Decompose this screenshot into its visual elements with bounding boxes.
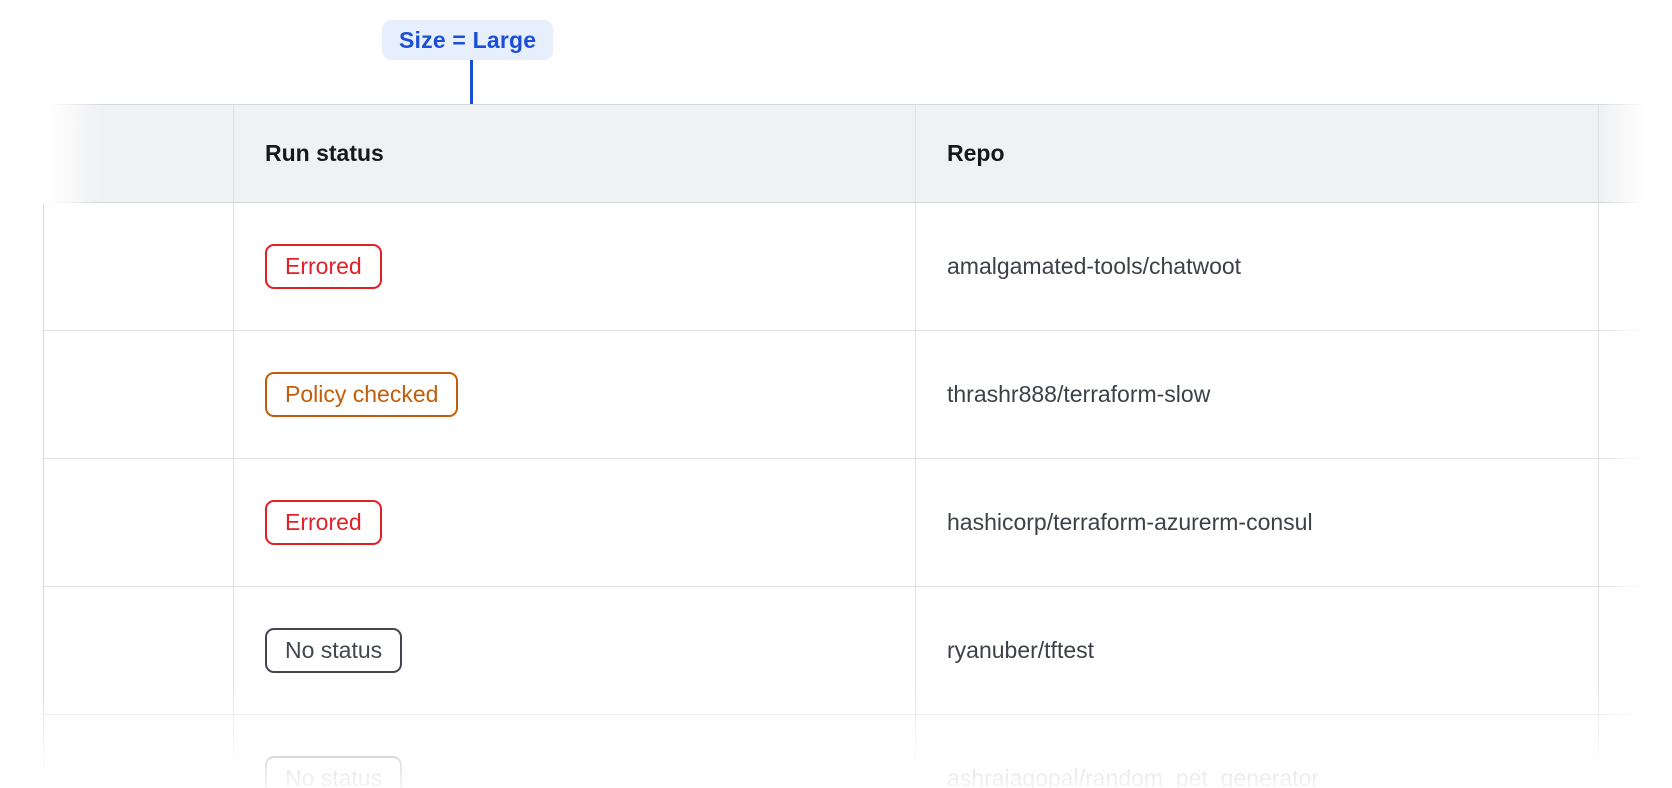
run-status-cell: No status [234,715,916,788]
repo-cell: thrashr888/terraform-slow [916,331,1599,459]
repo-name: ashrajagopal/random_pet_generator [947,765,1320,788]
runs-table: Run status Repo Errored amalgamated-tool… [43,104,1672,788]
table-row[interactable]: No status ryanuber/tftest [44,587,1672,715]
repo-cell: ryanuber/tftest [916,587,1599,715]
repo-cell: amalgamated-tools/chatwoot [916,203,1599,331]
column-header-run-status: Run status [234,105,916,203]
run-status-badge: Policy checked [265,372,459,417]
row-edge-cell [1599,587,1672,715]
row-spacer-cell [44,331,234,459]
column-header-repo: Repo [916,105,1599,203]
run-status-cell: No status [234,587,916,715]
table-row[interactable]: Errored hashicorp/terraform-azurerm-cons… [44,459,1672,587]
row-spacer-cell [44,203,234,331]
repo-cell: ashrajagopal/random_pet_generator [916,715,1599,788]
column-header-cropped [1599,105,1672,203]
repo-name: thrashr888/terraform-slow [947,381,1211,407]
row-spacer-cell [44,459,234,587]
table-row[interactable]: No status ashrajagopal/random_pet_genera… [44,715,1672,788]
table-row[interactable]: Policy checked thrashr888/terraform-slow [44,331,1672,459]
run-status-cell: Errored [234,459,916,587]
column-header-blank [44,105,234,203]
run-status-badge: Errored [265,500,382,545]
row-edge-cell [1599,331,1672,459]
repo-name: ryanuber/tftest [947,637,1095,663]
repo-cell: hashicorp/terraform-azurerm-consul [916,459,1599,587]
size-annotation-pill: Size = Large [382,20,554,60]
table-header-row: Run status Repo [44,105,1672,203]
row-edge-cell [1599,203,1672,331]
run-status-badge: Errored [265,244,382,289]
run-status-badge: No status [265,756,403,788]
repo-name: amalgamated-tools/chatwoot [947,253,1242,279]
run-status-badge: No status [265,628,403,673]
repo-name: hashicorp/terraform-azurerm-consul [947,509,1313,535]
run-status-cell: Policy checked [234,331,916,459]
table-row[interactable]: Errored amalgamated-tools/chatwoot [44,203,1672,331]
row-edge-cell [1599,459,1672,587]
row-spacer-cell [44,587,234,715]
row-edge-cell [1599,715,1672,788]
run-status-cell: Errored [234,203,916,331]
row-spacer-cell [44,715,234,788]
table-body: Errored amalgamated-tools/chatwoot Polic… [44,203,1672,788]
